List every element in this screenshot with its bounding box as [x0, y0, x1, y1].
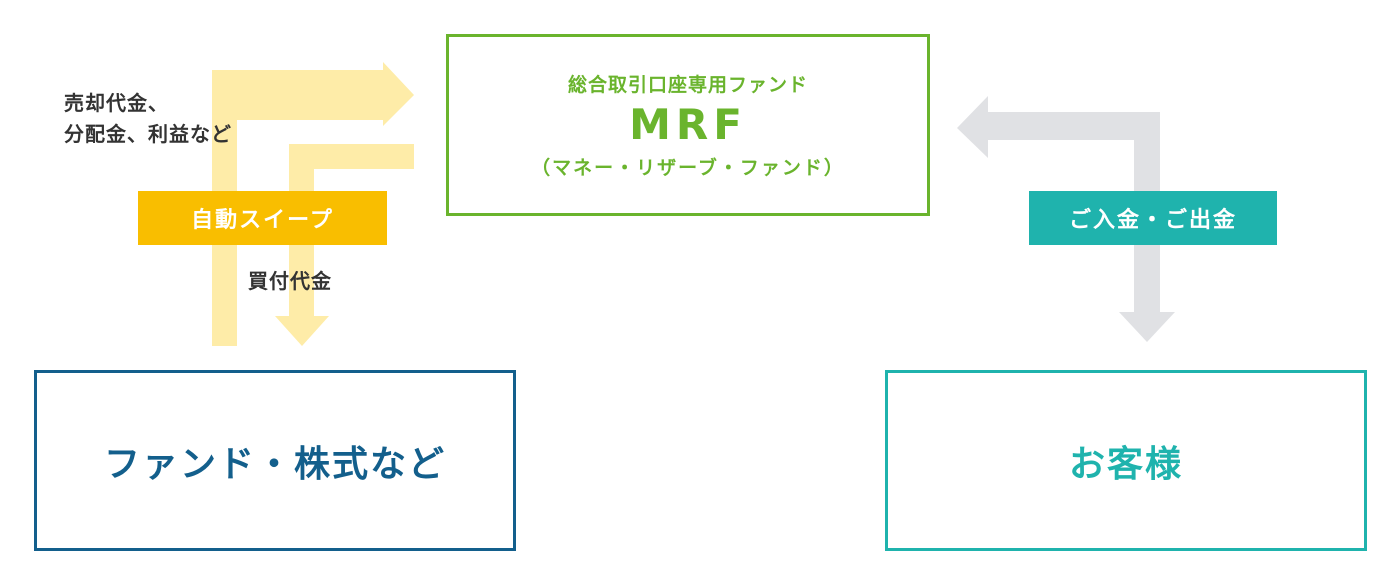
funds-box: ファンド・株式など — [34, 370, 516, 551]
auto-sweep-badge: 自動スイープ — [138, 191, 387, 245]
customer-title: お客様 — [1068, 443, 1183, 485]
funds-title: ファンド・株式など — [103, 443, 446, 485]
purchase-payment-arrow — [275, 144, 414, 346]
purchase-payment-label: 買付代金 — [248, 269, 332, 293]
sale-proceeds-arrow — [212, 62, 414, 346]
sale-proceeds-line1: 売却代金、 — [64, 91, 169, 115]
mrf-kana: （マネー・リザーブ・ファンド） — [531, 157, 845, 180]
mrf-title: MRF — [629, 99, 747, 149]
customer-box: お客様 — [885, 370, 1367, 551]
deposit-withdrawal-badge: ご入金・ご出金 — [1029, 191, 1277, 245]
mrf-subtitle: 総合取引口座専用ファンド — [567, 73, 808, 96]
deposit-withdrawal-arrow — [957, 96, 1175, 342]
sale-proceeds-line2: 分配金、利益など — [64, 122, 232, 146]
mrf-box: 総合取引口座専用ファンド MRF （マネー・リザーブ・ファンド） — [446, 34, 930, 216]
sale-proceeds-label: 売却代金、 分配金、利益など — [64, 88, 232, 150]
